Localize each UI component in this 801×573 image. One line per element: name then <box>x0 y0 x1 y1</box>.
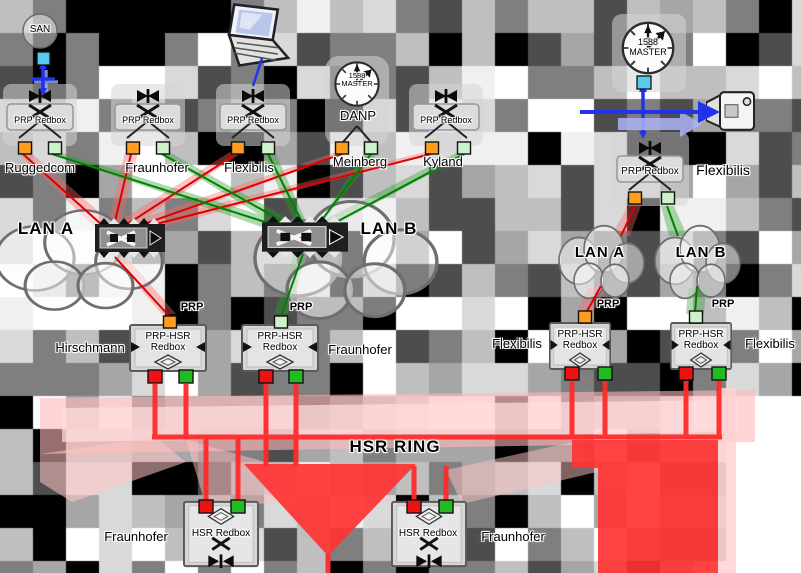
prp-port-label: PRP <box>711 298 735 310</box>
right-clock-text-1588: 1588 <box>637 37 659 47</box>
vendor-label-fraunhofer-bottom-left: Fraunhofer <box>104 529 168 544</box>
vendor-label-hirschmann: Hirschmann <box>55 340 125 355</box>
top-lan-a-ports <box>17 141 643 205</box>
prp-hsr-box-line2: Redbox <box>262 342 298 353</box>
vendor-label-kyland: Kyland <box>423 154 463 169</box>
danp-label: DANP <box>339 108 377 123</box>
right-redbox-label: PRP Redbox <box>621 166 679 177</box>
vendor-label-ruggedcom: Ruggedcom <box>4 160 76 175</box>
lan-b-switch-icon <box>262 216 348 258</box>
vendor-label-fraunhofer-bottom-right: Fraunhofer <box>481 529 545 544</box>
lan-a-label: LAN A <box>17 219 75 238</box>
laptop-icon <box>227 3 290 67</box>
prp-hsr-box-line1: PRP-HSR <box>145 331 191 342</box>
sync-shadow-arrow <box>618 111 702 137</box>
hsr-redbox-label: HSR Redbox <box>191 528 251 539</box>
clock-text-master: MASTER <box>341 79 373 88</box>
hsr-redbox-label: HSR Redbox <box>398 528 458 539</box>
prp-hsr-box-line2: Redbox <box>150 342 186 353</box>
hsr-ring-fills <box>244 440 718 573</box>
vendor-label-fraunhofer-mid: Fraunhofer <box>328 342 392 357</box>
prp-uplink-ports <box>162 310 704 329</box>
vendor-label-flexibilis-left: Flexibilis <box>492 336 542 351</box>
redbox-label: PRP Redbox <box>122 115 174 125</box>
vendor-label-flexibilis: Flexibilis <box>224 160 274 175</box>
prp-hsr-box-line1: PRP-HSR <box>257 331 303 342</box>
prp-hsr-box-line1: PRP-HSR <box>557 329 603 340</box>
hsr-ring-ports <box>147 366 727 514</box>
right-lan-b-label: LAN B <box>675 244 727 261</box>
top-lan-b-ports <box>47 141 676 205</box>
danp-port-split <box>342 125 372 143</box>
prp-port-label: PRP <box>596 298 620 310</box>
clock-text-1588: 1588 <box>348 71 366 80</box>
prp-hsr-box-line2: Redbox <box>683 340 719 351</box>
vendor-label-flexibilis-right: Flexibilis <box>745 336 795 351</box>
hsr-ring-lines <box>152 381 722 573</box>
vendor-label-fraunhofer: Fraunhofer <box>125 160 189 175</box>
san-sync-port <box>36 51 51 66</box>
redbox-label: PRP Redbox <box>14 115 66 125</box>
right-lan-a-label: LAN A <box>574 244 626 261</box>
vendor-label-meinberg: Meinberg <box>332 154 388 169</box>
redbox-label: PRP Redbox <box>227 115 279 125</box>
redbox-label: PRP Redbox <box>420 115 472 125</box>
clock-sync-port <box>636 75 652 90</box>
hsr-ring-title: HSR RING <box>349 437 441 456</box>
right-clock-text-master: MASTER <box>629 47 667 57</box>
right-vendor-label-flexibilis: Flexibilis <box>696 162 750 178</box>
prp-port-label: PRP <box>180 301 204 313</box>
lan-b-label: LAN B <box>360 219 418 238</box>
san-label: SAN <box>29 24 51 35</box>
prp-hsr-box-line1: PRP-HSR <box>678 329 724 340</box>
right-lan-a-cloud <box>558 224 645 300</box>
san-icon <box>22 13 58 49</box>
prp-hsr-box-line2: Redbox <box>562 340 598 351</box>
sync-arrows <box>31 57 720 139</box>
lan-a-switch-icon <box>95 216 165 260</box>
prp-port-label: PRP <box>289 301 313 313</box>
